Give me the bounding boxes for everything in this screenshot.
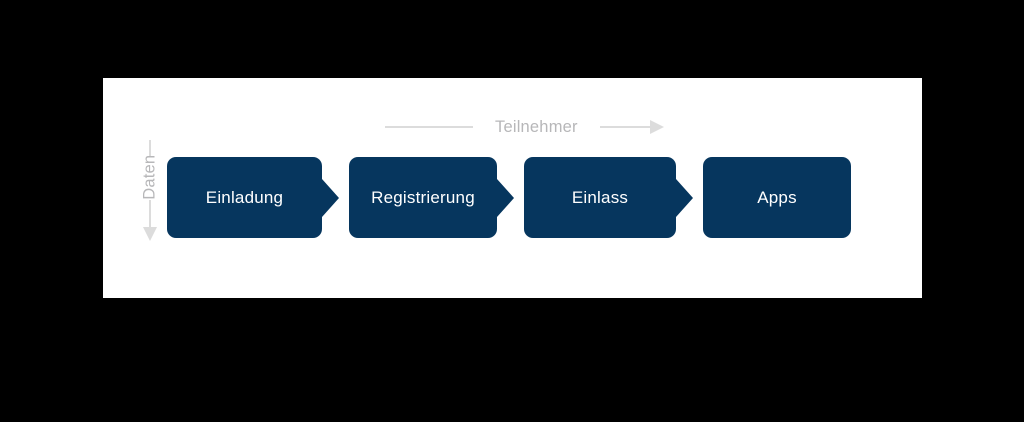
daten-axis-line-bottom xyxy=(149,199,151,227)
daten-arrow-icon xyxy=(143,226,157,241)
process-flow: Einladung Registrierung Einlass Apps xyxy=(167,157,851,238)
teilnehmer-axis-label: Teilnehmer xyxy=(495,117,578,136)
teilnehmer-axis: Teilnehmer xyxy=(385,117,730,137)
white-panel: Teilnehmer Daten Einladung Registrierung xyxy=(103,78,922,298)
process-step-body: Registrierung xyxy=(349,157,497,238)
process-step-label: Apps xyxy=(757,188,797,207)
daten-axis: Daten xyxy=(140,140,160,266)
process-step-body: Einladung xyxy=(167,157,322,238)
process-step-apps[interactable]: Apps xyxy=(703,157,851,238)
process-step-einlass[interactable]: Einlass xyxy=(524,157,676,238)
teilnehmer-axis-line-left xyxy=(385,126,473,128)
process-step-registrierung[interactable]: Registrierung xyxy=(349,157,497,238)
daten-axis-label: Daten xyxy=(140,154,159,200)
process-step-einladung[interactable]: Einladung xyxy=(167,157,322,238)
teilnehmer-axis-line-right xyxy=(599,126,650,128)
process-step-label: Einladung xyxy=(205,188,284,207)
process-step-body: Einlass xyxy=(524,157,676,238)
process-step-label: Einlass xyxy=(571,188,629,207)
process-step-body: Apps xyxy=(703,157,851,238)
teilnehmer-arrow-icon xyxy=(649,120,664,134)
process-step-label: Registrierung xyxy=(371,188,475,207)
daten-axis-line-top xyxy=(149,140,151,157)
